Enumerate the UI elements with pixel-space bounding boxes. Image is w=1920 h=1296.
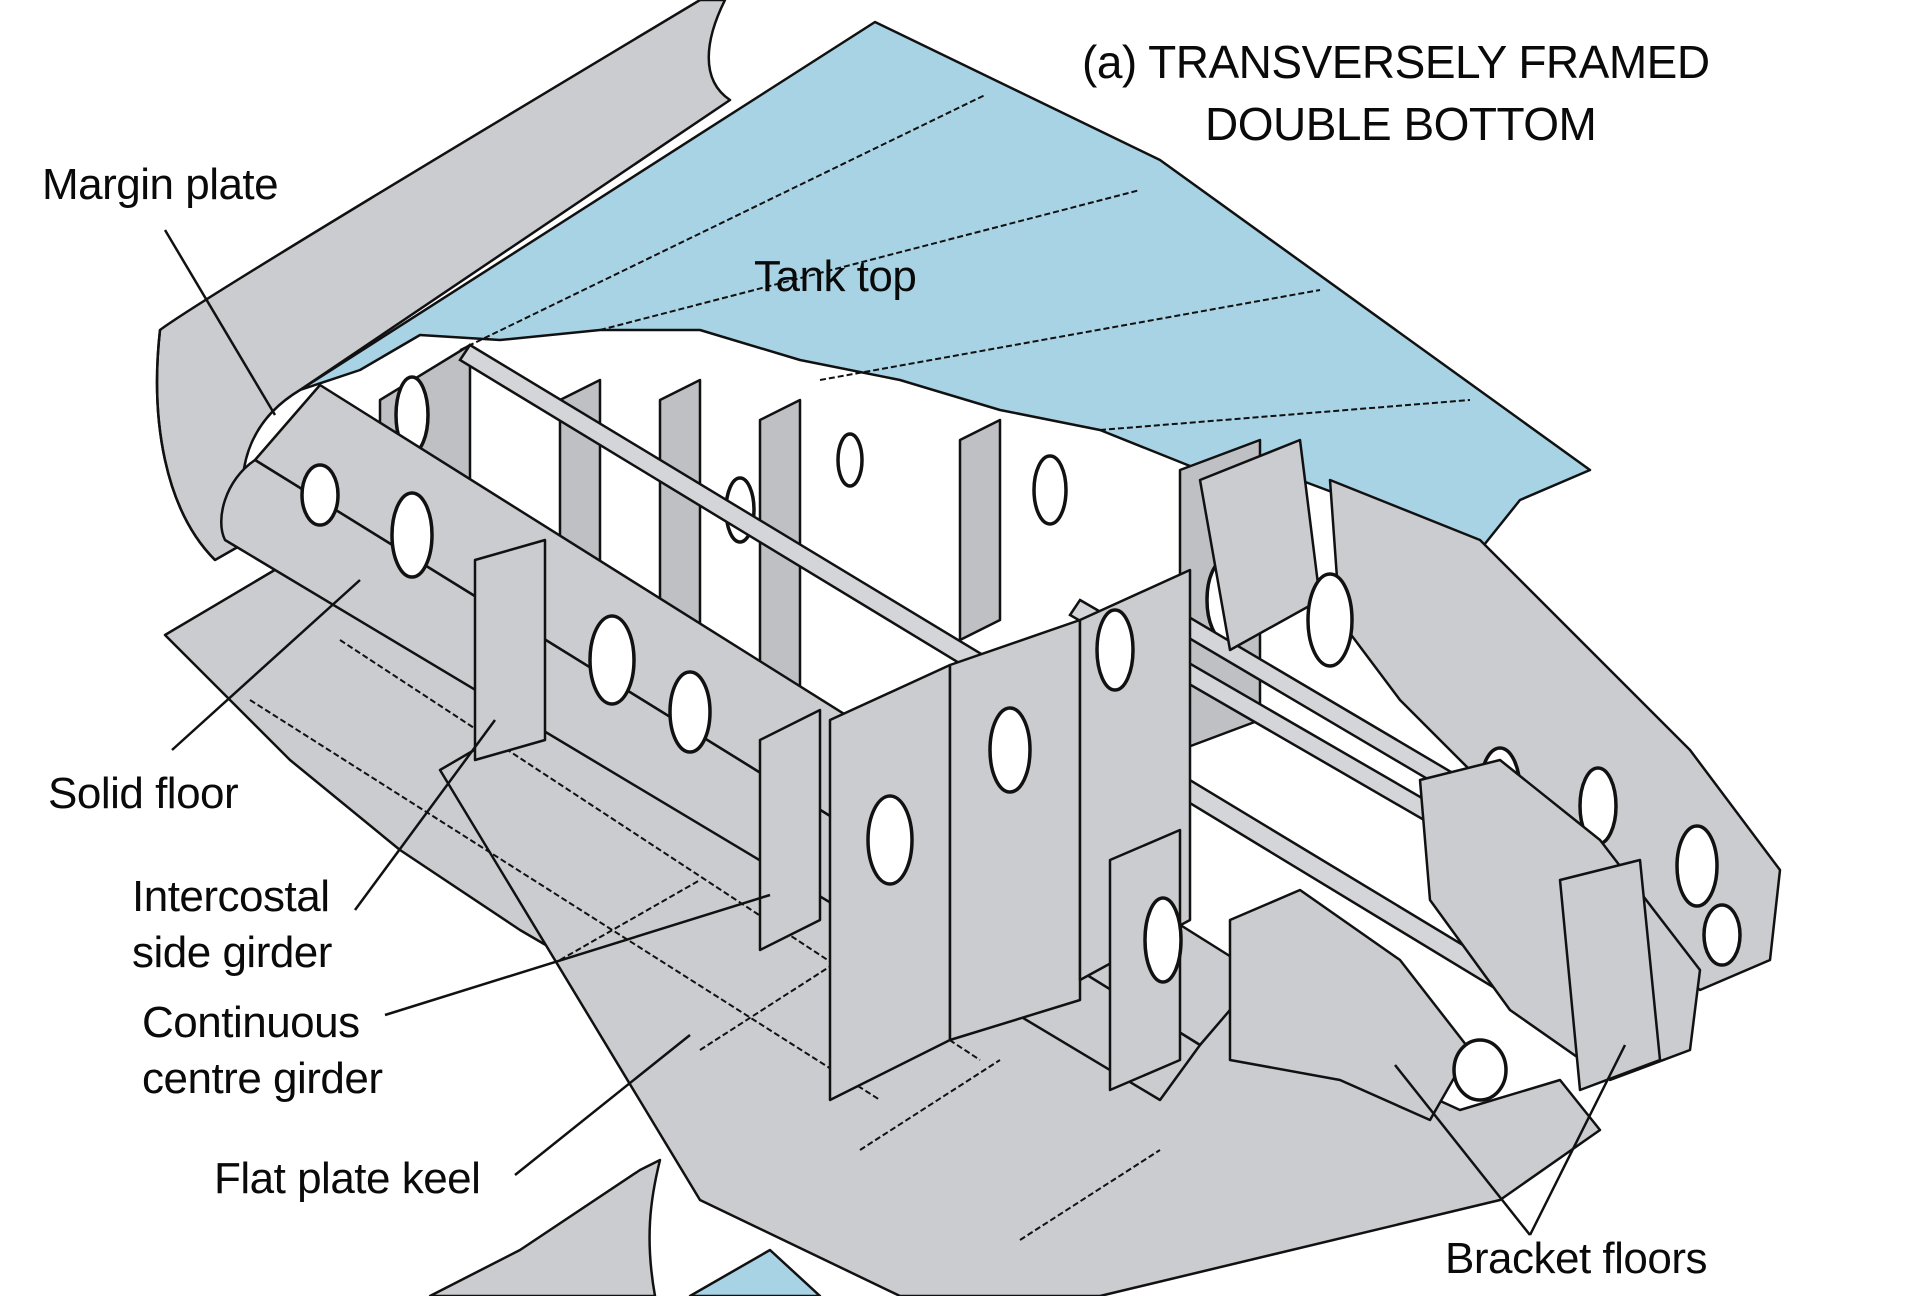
leader-margin-plate (163, 229, 277, 416)
lower-partial-figure (428, 1158, 822, 1296)
leader-solid-floor (171, 579, 361, 751)
leader-lines (163, 229, 1627, 1236)
label-centre-girder-line2: centre girder (142, 1054, 383, 1103)
label-intercostal-line2: side girder (132, 928, 332, 977)
diagram-title-line2: DOUBLE BOTTOM (1205, 98, 1597, 150)
label-bracket-floors: Bracket floors (1445, 1234, 1707, 1283)
diagram-title-line1: (a) TRANSVERSELY FRAMED (1082, 36, 1710, 88)
label-solid-floor: Solid floor (48, 769, 239, 818)
label-centre-girder-line1: Continuous (142, 998, 360, 1047)
leader-bracket-2 (1528, 1044, 1627, 1236)
label-margin-plate: Margin plate (42, 160, 279, 209)
intercostal-side-girder (473, 538, 822, 952)
leader-centre-girder (384, 893, 771, 1017)
label-intercostal-line1: Intercostal (132, 872, 330, 921)
label-tank-top: Tank top (754, 252, 917, 301)
label-flat-plate-keel: Flat plate keel (214, 1154, 481, 1203)
margin-plate-bilge (155, 0, 732, 562)
leader-keel (514, 1034, 691, 1176)
leader-intercostal (353, 719, 497, 911)
centre-girder-plates (828, 568, 1192, 1102)
leader-bracket-1 (1394, 1064, 1531, 1236)
tank-top-plating (298, 20, 1592, 552)
bracket-floors (1108, 758, 1702, 1122)
